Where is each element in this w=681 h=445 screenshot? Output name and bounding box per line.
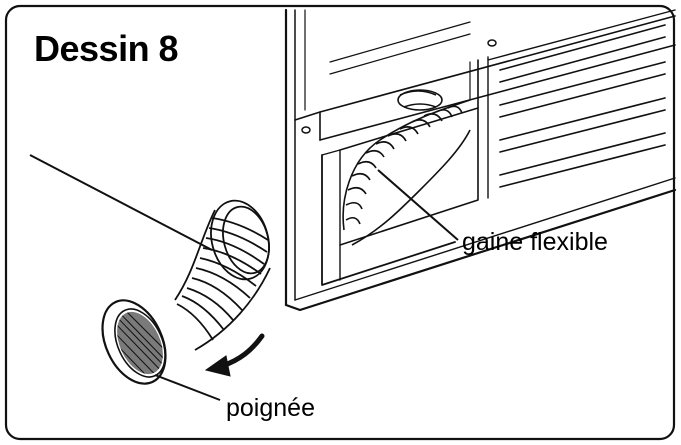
- duct-label: gaine flexible: [462, 228, 608, 256]
- pull-arrow: [204, 333, 265, 377]
- outer-duct: [101, 199, 271, 385]
- dryer-cabinet: [284, 8, 677, 312]
- leader-handle: [154, 374, 221, 401]
- inner-duct: [342, 89, 471, 246]
- leader-duct: [377, 169, 459, 241]
- handle-label: poignée: [226, 394, 315, 422]
- wall-edge-line: [29, 154, 213, 251]
- figure-title: Dessin 8: [34, 28, 179, 69]
